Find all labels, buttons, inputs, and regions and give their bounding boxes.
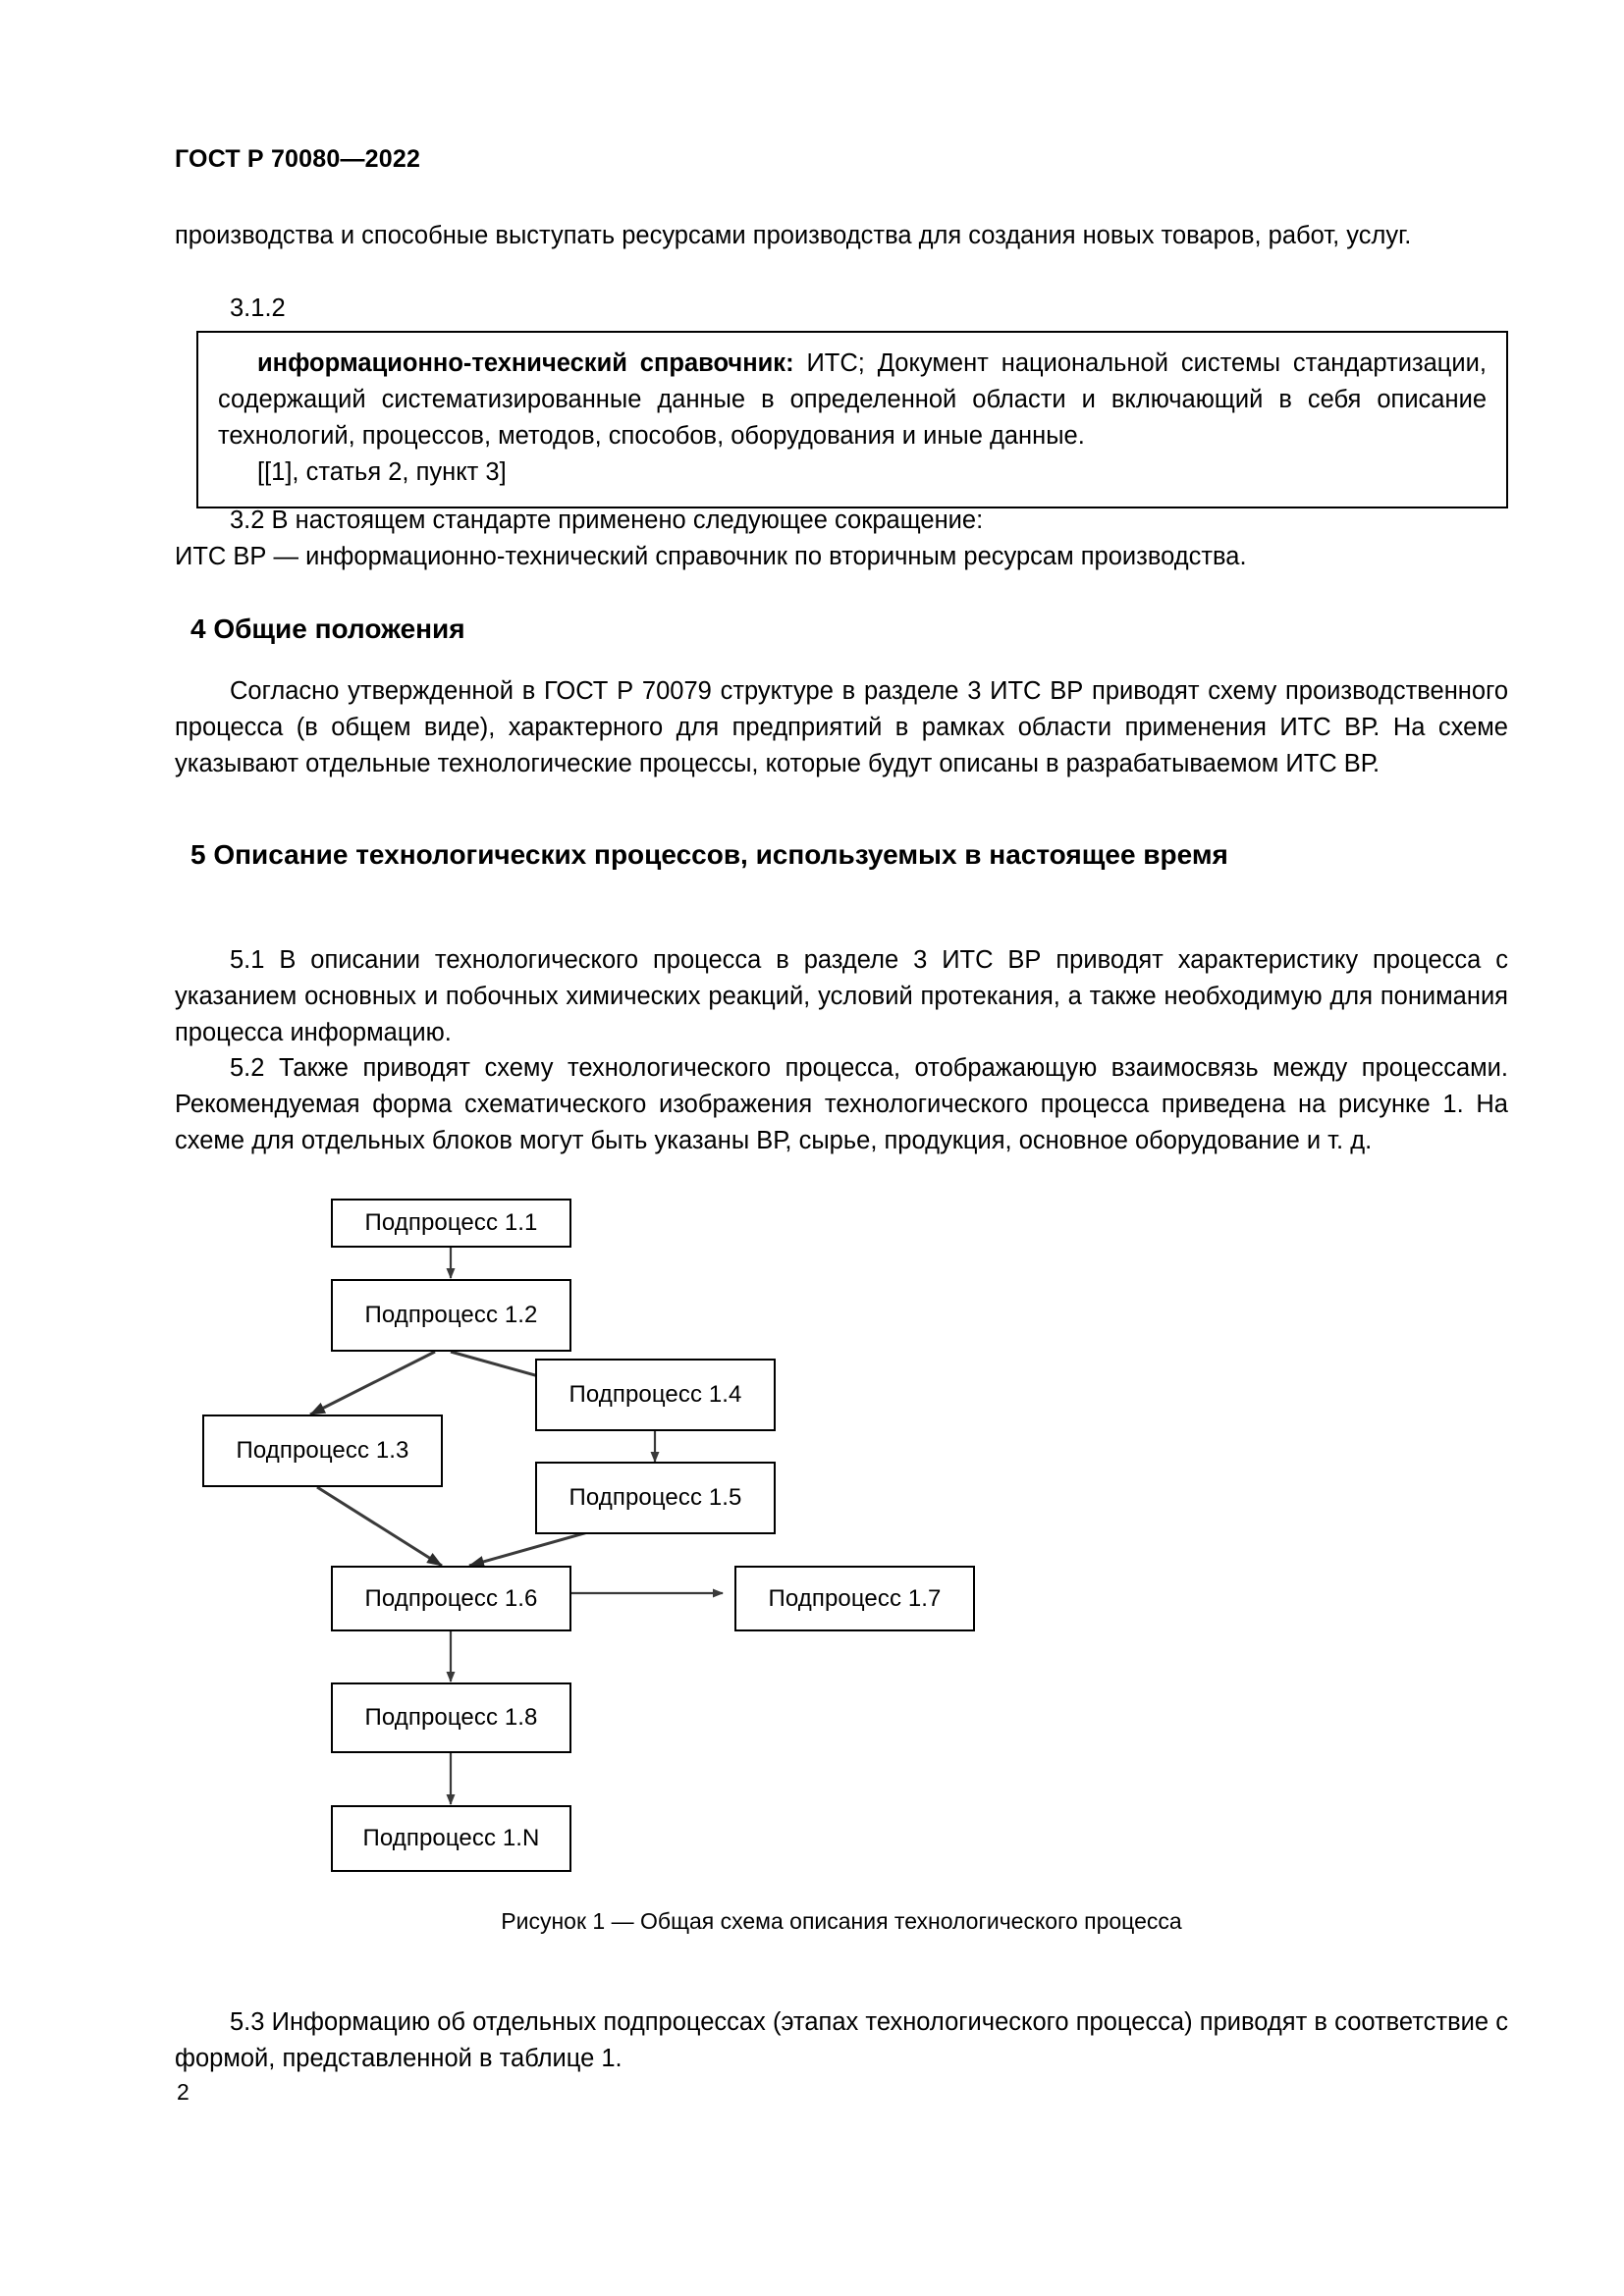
clause-5-1: 5.1 В описании технологического процесса… (175, 946, 1508, 1046)
clause-3-2: 3.2 В настоящем стандарте применено след… (230, 507, 984, 534)
heading-section-4: 4 Общие положения (190, 614, 465, 644)
definition-text: информационно-технический справочник: ИТ… (218, 346, 1487, 454)
flow-node-1-2[interactable]: Подпроцесс 1.2 (331, 1279, 571, 1352)
flow-node-1-5[interactable]: Подпроцесс 1.5 (535, 1462, 776, 1534)
section-4-paragraph: Согласно утвержденной в ГОСТ Р 70079 стр… (175, 677, 1508, 777)
clause-5-3: 5.3 Информацию об отдельных подпроцессах… (175, 2008, 1508, 2072)
abbreviation-line: ИТС ВР — информационно-технический справ… (175, 543, 1247, 570)
page-number: 2 (177, 2079, 189, 2105)
definition-term: информационно-технический справочник: (257, 349, 794, 377)
flow-node-1-3-label: Подпроцесс 1.3 (236, 1437, 409, 1464)
flow-node-1-4-label: Подпроцесс 1.4 (568, 1381, 742, 1408)
flow-node-1-n[interactable]: Подпроцесс 1.N (331, 1805, 571, 1872)
running-header: ГОСТ Р 70080—2022 (175, 145, 421, 173)
flow-node-1-4[interactable]: Подпроцесс 1.4 (535, 1359, 776, 1431)
figure-1-caption: Рисунок 1 — Общая схема описания техноло… (501, 1908, 1182, 1934)
heading-section-5: 5 Описание технологических процессов, ис… (190, 839, 1228, 870)
definition-body: ИТС; Документ национальной системы станд… (218, 349, 1487, 450)
flow-node-1-7[interactable]: Подпроцесс 1.7 (734, 1566, 975, 1631)
definition-source: [[1], статья 2, пункт 3] (257, 458, 507, 486)
figure-1-connectors (309, 1248, 724, 1805)
clause-5-2: 5.2 Также приводят схему технологическог… (175, 1054, 1508, 1154)
flow-node-1-6[interactable]: Подпроцесс 1.6 (331, 1566, 571, 1631)
flow-node-1-n-label: Подпроцесс 1.N (362, 1825, 540, 1851)
flow-node-1-6-label: Подпроцесс 1.6 (364, 1584, 538, 1612)
flow-node-1-8-label: Подпроцесс 1.8 (364, 1704, 538, 1731)
figure-1: Подпроцесс 1.1 Подпроцесс 1.2 Подпроцесс… (175, 1186, 1508, 1873)
flow-node-1-1-label: Подпроцесс 1.1 (364, 1209, 538, 1236)
flow-node-1-3[interactable]: Подпроцесс 1.3 (202, 1415, 443, 1487)
flow-node-1-1[interactable]: Подпроцесс 1.1 (331, 1199, 571, 1248)
flow-node-1-5-label: Подпроцесс 1.5 (568, 1484, 742, 1511)
term-number: 3.1.2 (230, 294, 286, 322)
flow-node-1-7-label: Подпроцесс 1.7 (768, 1584, 942, 1612)
continued-paragraph: производства и способные выступать ресур… (175, 222, 1412, 249)
flow-node-1-2-label: Подпроцесс 1.2 (364, 1302, 538, 1328)
definition-box: информационно-технический справочник: ИТ… (196, 331, 1508, 508)
flow-node-1-8[interactable]: Подпроцесс 1.8 (331, 1682, 571, 1753)
